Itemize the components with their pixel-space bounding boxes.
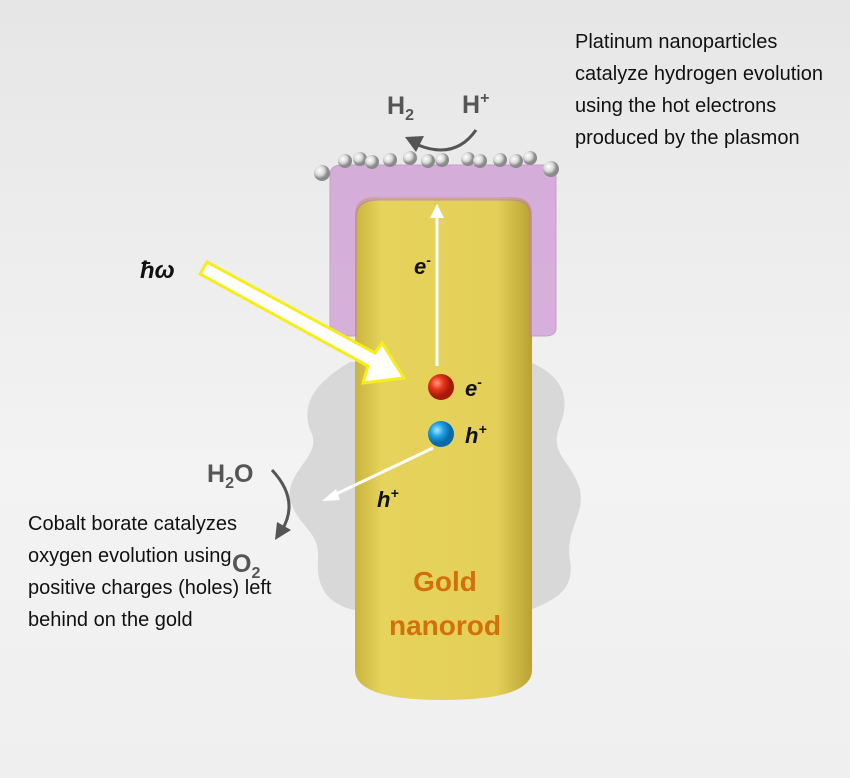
rod-label-line1: Gold [413, 566, 477, 597]
photon-beam-arrow [197, 259, 407, 385]
hole-path-label: h+ [377, 485, 399, 512]
h-plus-label: H+ [462, 90, 490, 119]
platinum-nanoparticles [314, 151, 559, 181]
o2-label: O2 [232, 550, 261, 582]
electron-label: e- [465, 374, 482, 401]
arrowhead-icon [430, 204, 444, 218]
hole-particle [428, 421, 454, 447]
arrowhead-icon [405, 136, 424, 152]
gold-nanorod [355, 197, 532, 700]
cobalt-note: Cobalt borate catalyzes oxygen evolution… [28, 513, 272, 631]
platinum-note: Platinum nanoparticles catalyze hydrogen… [575, 31, 823, 149]
hole-label: h+ [465, 421, 487, 448]
h2o-label: H2O [207, 460, 254, 492]
photon-label: ħω [140, 257, 175, 284]
gold-nanorod-label: Gold nanorod [370, 560, 520, 648]
h2-label: H2 [387, 92, 414, 124]
h-plus-to-h2-arrow [417, 129, 478, 152]
electron-path-label: e- [414, 252, 431, 279]
hole-path-arrow [331, 446, 434, 498]
arrowhead-icon [322, 489, 340, 501]
arrowhead-icon [275, 522, 291, 540]
h2o-to-o2-arrow [270, 468, 291, 531]
rod-label-line2: nanorod [389, 610, 501, 641]
electron-particle [428, 374, 454, 400]
